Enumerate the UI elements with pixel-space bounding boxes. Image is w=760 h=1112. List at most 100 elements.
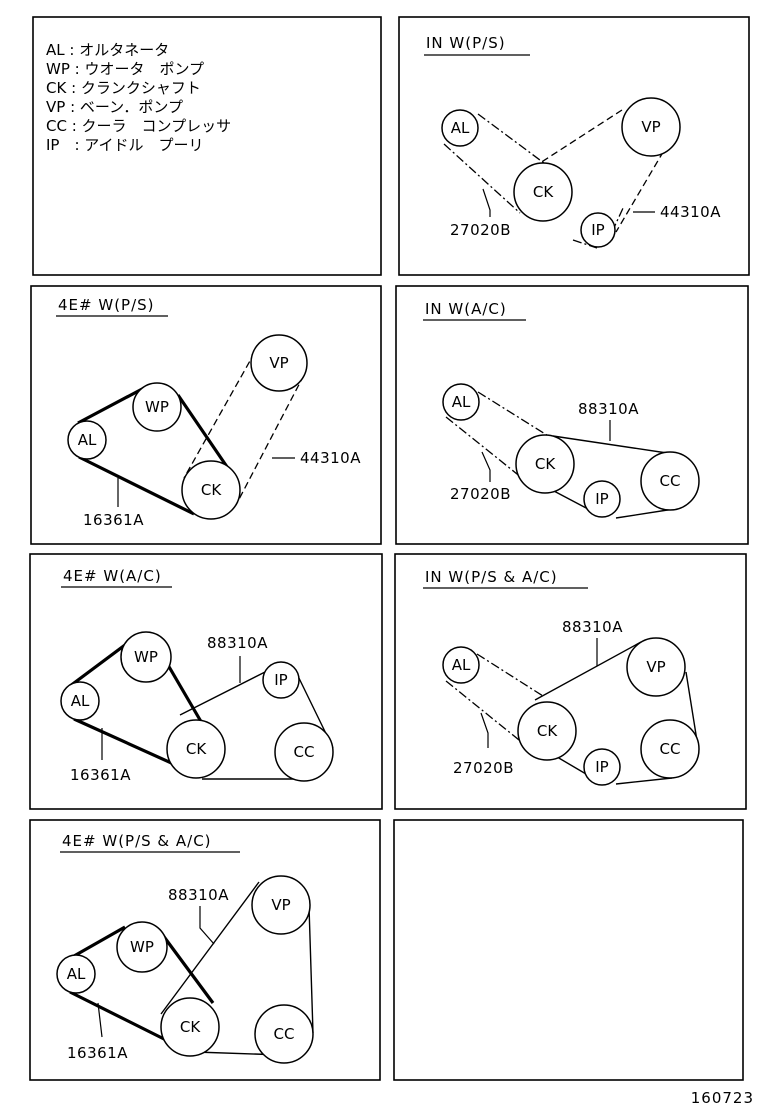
diagram-4e-ps-ac: 4E# W(P/S & A/C) AL WP CK VP CC 88310A 1… xyxy=(56,832,314,1064)
panel-title: 4E# W(P/S) xyxy=(58,296,155,314)
belt-88310a xyxy=(551,435,675,519)
belt-88310a xyxy=(534,641,699,785)
label-cc: CC xyxy=(274,1025,295,1043)
label-vp: VP xyxy=(269,354,288,372)
pulley-cc xyxy=(254,1004,314,1064)
diagram-4e-ac: 4E# W(A/C) AL WP CK IP CC 88310A 16361A xyxy=(60,567,334,784)
pulley-ck xyxy=(515,434,575,494)
pulley-ip xyxy=(583,480,621,518)
pulley-ck xyxy=(181,460,241,520)
panel-in-ac xyxy=(395,285,749,545)
legend: AL : オルタネータ WP : ウオータ ポンプ CK : クランクシャフト … xyxy=(46,41,231,154)
pulley-ip xyxy=(580,212,616,248)
label-ip: IP xyxy=(595,758,608,776)
panel-title: IN W(P/S) xyxy=(426,34,506,52)
pulley-vp xyxy=(251,875,311,935)
part-number-88310a: 88310A xyxy=(207,634,268,652)
label-al: AL xyxy=(78,431,97,449)
label-cc: CC xyxy=(294,743,315,761)
pulley-vp xyxy=(626,637,686,697)
pulley-ip xyxy=(262,661,300,699)
legend-item-ip: IP : アイドル プーリ xyxy=(46,136,204,154)
label-ck: CK xyxy=(535,455,556,473)
pulley-wp xyxy=(116,921,168,973)
legend-item-ck: CK : クランクシャフト xyxy=(46,79,201,97)
panel-title: 4E# W(A/C) xyxy=(63,567,162,585)
label-cc: CC xyxy=(660,472,681,490)
pulley-wp xyxy=(120,631,172,683)
legend-item-al: AL : オルタネータ xyxy=(46,41,169,59)
pulley-vp xyxy=(250,334,308,392)
label-vp: VP xyxy=(641,118,660,136)
pulley-ck xyxy=(160,997,220,1057)
pulley-vp xyxy=(621,97,681,157)
label-al: AL xyxy=(451,119,470,137)
panel-empty xyxy=(393,819,744,1081)
label-wp: WP xyxy=(145,398,169,416)
pulley-cc xyxy=(640,719,700,779)
part-number-27020b: 27020B xyxy=(450,485,511,503)
panel-in-ps-ac xyxy=(394,553,747,810)
panel-4e-ps xyxy=(30,285,382,545)
part-number-44310a: 44310A xyxy=(300,449,361,467)
part-number-16361a: 16361A xyxy=(67,1044,128,1062)
pulley-ck xyxy=(166,719,226,779)
pulley-cc xyxy=(274,722,334,782)
label-ck: CK xyxy=(537,722,558,740)
label-vp: VP xyxy=(646,658,665,676)
belt-27020b xyxy=(443,113,625,249)
diagram-code: 160723 xyxy=(691,1089,754,1107)
pulley-ck xyxy=(513,162,573,222)
pulley-wp xyxy=(132,382,182,432)
label-wp: WP xyxy=(130,938,154,956)
label-ip: IP xyxy=(595,490,608,508)
pulley-al xyxy=(60,681,100,721)
legend-item-cc: CC : クーラ コンプレッサ xyxy=(46,117,231,135)
part-number-88310a: 88310A xyxy=(562,618,623,636)
pulley-ck xyxy=(517,701,577,761)
label-ck: CK xyxy=(186,740,207,758)
panel-in-ps xyxy=(398,16,750,276)
panel-4e-ac xyxy=(29,553,383,810)
pulley-al xyxy=(56,954,96,994)
pulley-al xyxy=(67,420,107,460)
belt-44310a xyxy=(183,351,305,506)
panel-4e-ps-ac xyxy=(29,819,381,1081)
part-number-44310a: 44310A xyxy=(660,203,721,221)
label-ck: CK xyxy=(533,183,554,201)
diagram-4e-ps: 4E# W(P/S) AL WP CK VP 16361A 44310A xyxy=(56,296,361,529)
part-number-27020b: 27020B xyxy=(450,221,511,239)
diagram-in-ps-ac: IN W(P/S & A/C) AL CK VP IP CC 88310A 27… xyxy=(423,568,700,786)
pulley-cc xyxy=(640,451,700,511)
label-ip: IP xyxy=(274,671,287,689)
belt-44310a xyxy=(539,109,670,233)
diagram-in-ac: IN W(A/C) AL CK IP CC 88310A 27020B xyxy=(423,300,700,519)
label-vp: VP xyxy=(271,896,290,914)
legend-item-vp: VP : ベーン．ポンプ xyxy=(46,98,183,116)
label-al: AL xyxy=(71,692,90,710)
pulley-al xyxy=(441,109,479,147)
panel-title: 4E# W(P/S & A/C) xyxy=(62,832,212,850)
part-number-16361a: 16361A xyxy=(70,766,131,784)
legend-item-wp: WP : ウオータ ポンプ xyxy=(46,60,204,78)
belt-27020b xyxy=(445,653,544,745)
part-number-88310a: 88310A xyxy=(168,886,229,904)
panel-title: IN W(P/S & A/C) xyxy=(425,568,558,586)
diagram-in-ps: IN W(P/S) AL CK VP IP 27020B 44310A xyxy=(424,34,721,249)
label-ck: CK xyxy=(201,481,222,499)
pulley-ip xyxy=(583,748,621,786)
label-al: AL xyxy=(67,965,86,983)
label-ip: IP xyxy=(591,221,604,239)
legend-panel xyxy=(32,16,382,276)
part-number-88310a: 88310A xyxy=(578,400,639,418)
pulley-al xyxy=(442,383,480,421)
label-cc: CC xyxy=(660,740,681,758)
part-number-16361a: 16361A xyxy=(83,511,144,529)
label-wp: WP xyxy=(134,648,158,666)
label-ck: CK xyxy=(180,1018,201,1036)
label-al: AL xyxy=(452,393,471,411)
pulley-al xyxy=(442,646,480,684)
panel-title: IN W(A/C) xyxy=(425,300,507,318)
part-number-27020b: 27020B xyxy=(453,759,514,777)
